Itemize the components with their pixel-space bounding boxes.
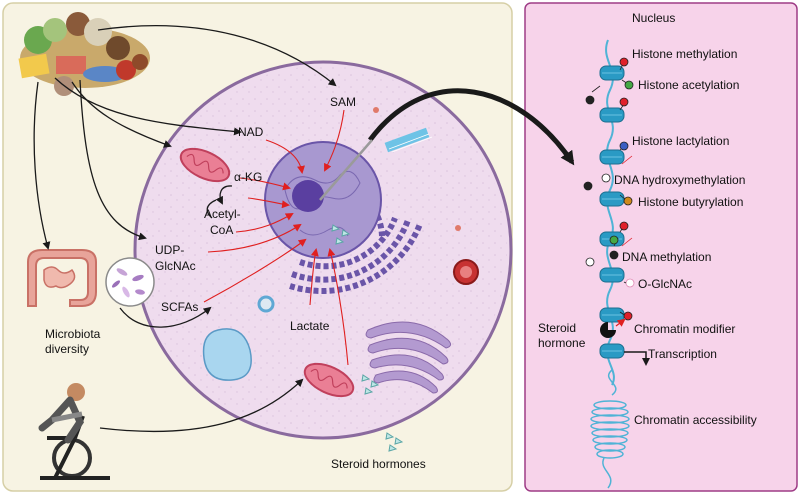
chromatin-modifier-icon bbox=[600, 322, 616, 338]
lysosome bbox=[257, 295, 275, 313]
metabolite-nad: NAD bbox=[238, 125, 264, 139]
label-histone-lactylation: Histone lactylation bbox=[632, 134, 729, 148]
metabolite-sam: SAM bbox=[330, 95, 356, 109]
exercise-bike-icon bbox=[38, 383, 110, 480]
small-vesicle bbox=[455, 225, 461, 231]
label-steroid-hormone: Steroid bbox=[538, 321, 576, 335]
cell-nucleus bbox=[264, 141, 382, 259]
label-histone-methylation: Histone methylation bbox=[632, 47, 737, 61]
mitochondrion-icon bbox=[303, 362, 355, 398]
golgi-icon bbox=[365, 321, 452, 394]
dna-coil-icon bbox=[590, 369, 630, 489]
steroid-hormones-label: Steroid hormones bbox=[331, 457, 426, 471]
nucleus-panel bbox=[524, 2, 798, 492]
metabolite-lactate: Lactate bbox=[290, 319, 330, 333]
steroid-hormone-icon bbox=[331, 224, 404, 452]
microbiota-label: Microbiota bbox=[45, 327, 101, 341]
zoom-line bbox=[319, 139, 373, 201]
transcription-arrow bbox=[624, 351, 650, 366]
metabolite-acetyl-coa: Acetyl- bbox=[204, 207, 241, 221]
food-icon bbox=[18, 12, 150, 96]
microbiota-icon bbox=[105, 257, 155, 307]
intestine-icon bbox=[27, 249, 97, 307]
vesicle-icon bbox=[202, 328, 252, 381]
label-o-glcnac: O-GlcNAc bbox=[638, 277, 692, 291]
modifier-arrow bbox=[615, 318, 626, 327]
endoplasmic-reticulum bbox=[289, 185, 423, 295]
red-arrows bbox=[203, 109, 349, 366]
nucleus-zoom-arrow bbox=[368, 88, 575, 166]
label-histone-acetylation: Histone acetylation bbox=[638, 78, 739, 92]
nucleus-title: Nucleus bbox=[632, 11, 675, 25]
nucleolus bbox=[292, 180, 324, 212]
black-arrows bbox=[33, 25, 337, 433]
metabolite-acetyl-coa: CoA bbox=[210, 223, 233, 237]
label-steroid-hormone: hormone bbox=[538, 336, 586, 350]
label-dna-hydroxymethylation: DNA hydroxymethylation bbox=[614, 173, 745, 187]
metabolite-akg: α-KG bbox=[234, 170, 262, 184]
epigenetic-marks bbox=[583, 57, 635, 321]
label-dna-methylation: DNA methylation bbox=[622, 250, 711, 264]
metabolite-udp-glcnac: UDP- bbox=[155, 243, 184, 257]
dna-strand bbox=[605, 39, 615, 386]
small-vesicle bbox=[373, 107, 379, 113]
red-vesicle bbox=[453, 259, 479, 285]
metabolite-udp-glcnac: GlcNAc bbox=[155, 259, 196, 273]
metabolite-scfas: SCFAs bbox=[161, 300, 198, 314]
label-chromatin-accessibility: Chromatin accessibility bbox=[634, 413, 757, 427]
mitochondrion-icon bbox=[179, 147, 231, 183]
label-histone-butyrylation: Histone butyrylation bbox=[638, 195, 743, 209]
label-chromatin-modifier: Chromatin modifier bbox=[634, 322, 735, 336]
microbiota-label: diversity bbox=[45, 342, 89, 356]
centriole bbox=[384, 127, 433, 153]
label-transcription: Transcription bbox=[648, 347, 717, 361]
